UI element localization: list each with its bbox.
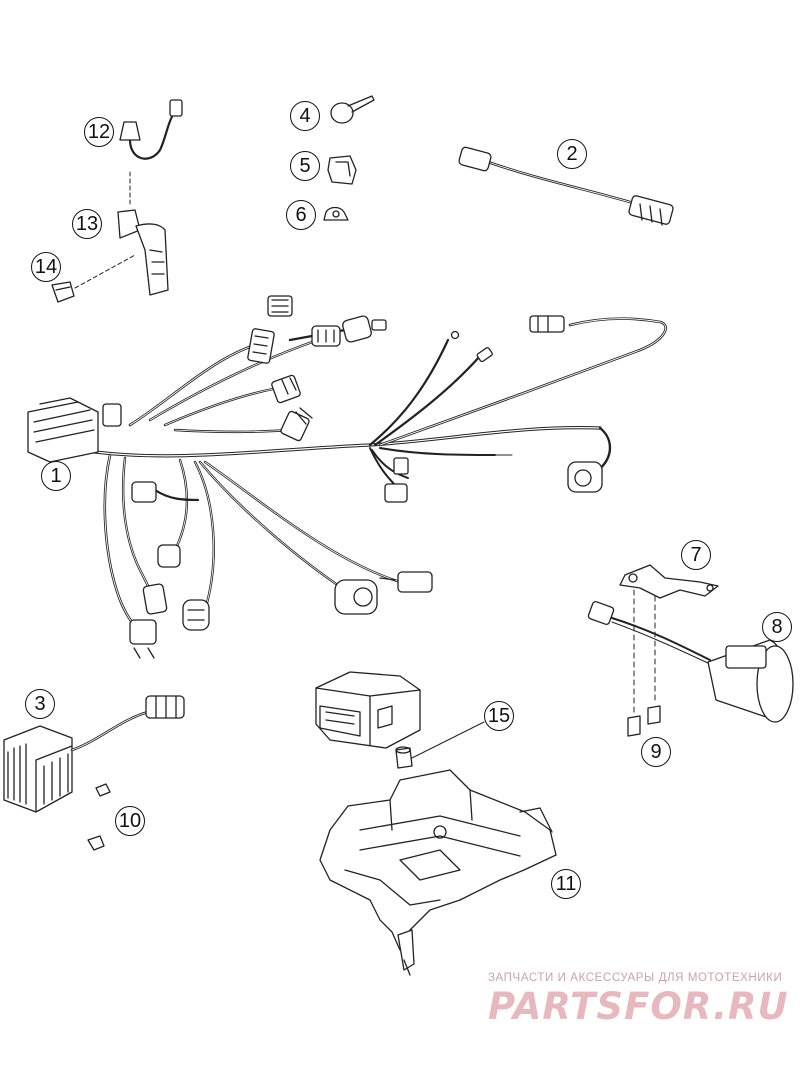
battery-holder: [319, 769, 557, 976]
cable-tie: [330, 95, 375, 124]
callout-8: 8: [762, 612, 792, 642]
callout-3: 3: [25, 689, 55, 719]
voltage-regulator: [3, 695, 185, 813]
switch-holder-assembly: [51, 99, 183, 303]
watermark-logo: PARTSFOR.RU: [488, 985, 789, 1028]
callout-13: 13: [72, 209, 102, 239]
callout-2: 2: [557, 139, 587, 169]
callout-7: 7: [681, 540, 711, 570]
screws: [87, 783, 111, 851]
callout-6: 6: [286, 200, 316, 230]
callout-4: 4: [290, 101, 320, 131]
extension-cable: [458, 146, 674, 226]
watermark-tagline: ЗАПЧАСТИ И АКСЕССУАРЫ ДЛЯ МОТОТЕХНИКИ: [488, 972, 783, 984]
callout-11: 11: [551, 869, 581, 899]
callout-12: 12: [84, 117, 114, 147]
callout-14: 14: [31, 252, 61, 282]
rubber-grommet: [395, 721, 485, 769]
callout-10: 10: [115, 806, 145, 836]
clip: [327, 155, 357, 185]
callout-15: 15: [484, 701, 514, 731]
callout-5: 5: [290, 151, 320, 181]
bracket-sensor-assembly: [587, 564, 794, 737]
main-wiring-harness: [27, 295, 667, 659]
callout-1: 1: [41, 461, 71, 491]
small-clip: [323, 206, 349, 221]
control-unit: [315, 671, 421, 749]
callout-9: 9: [641, 737, 671, 767]
